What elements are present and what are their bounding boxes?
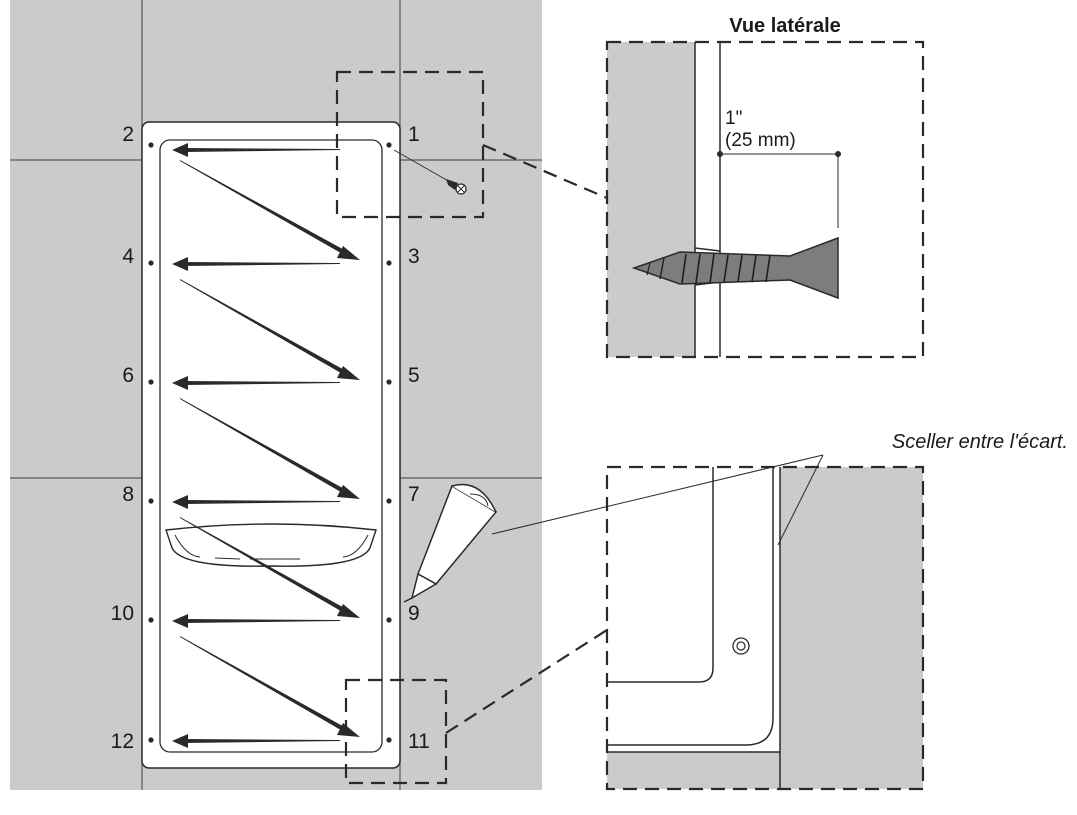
dimension-inch: 1": [725, 108, 742, 129]
screw-label-7: 7: [408, 483, 420, 506]
order-arrow-head: [337, 485, 360, 499]
callout-leader-bottom: [445, 629, 608, 734]
shelf-edge: [342, 534, 369, 558]
niche-opening: [159, 139, 383, 753]
order-arrow: [184, 148, 340, 152]
order-arrow: [180, 160, 348, 256]
screw-label-10: 10: [111, 602, 134, 625]
screw-holes: [148, 142, 392, 743]
order-arrow: [184, 500, 340, 504]
order-arrow-head: [172, 614, 188, 628]
niche-flange-edge: [607, 467, 774, 746]
screw-labels: 1 2 3 4 5 6 7 8 9 10 11 12: [111, 123, 430, 753]
order-arrow: [184, 381, 340, 385]
side-view-detail: Vue latérale 1" (25 mm): [605, 15, 925, 359]
order-arrow: [184, 739, 340, 743]
screw-hole: [386, 737, 392, 743]
shelf-edge: [214, 557, 241, 560]
order-arrow-head: [337, 366, 360, 380]
order-arrow: [184, 619, 340, 623]
order-arrow: [184, 262, 340, 266]
order-arrow-head: [172, 143, 188, 157]
screw-label-11: 11: [408, 730, 430, 753]
order-arrow: [180, 279, 348, 376]
screw-hole: [148, 142, 154, 148]
screw-hole: [148, 617, 154, 623]
screw-hole: [148, 260, 154, 266]
order-arrow-head: [337, 246, 360, 260]
screw-icon: [393, 149, 467, 195]
seal-detail-tile-bottom: [607, 752, 780, 789]
screw-label-8: 8: [122, 483, 134, 506]
side-view-wall: [607, 42, 695, 357]
screw-label-12: 12: [111, 730, 134, 753]
detail-box-bottom: [344, 678, 448, 785]
screw-label-1: 1: [408, 123, 420, 146]
order-arrow-head: [337, 604, 360, 618]
order-arrow: [180, 398, 348, 495]
callout-leader-top: [482, 143, 608, 200]
screw-hole: [148, 737, 154, 743]
seal-leader-line: [491, 454, 824, 535]
niche-shelf: [165, 523, 377, 567]
screw-label-4: 4: [122, 245, 134, 268]
order-arrow-head: [172, 495, 188, 509]
screw-hole: [386, 142, 392, 148]
screw-label-2: 2: [122, 123, 134, 146]
shelf-edge: [174, 534, 201, 558]
order-arrow-head: [172, 734, 188, 748]
order-arrow-head: [172, 257, 188, 271]
dimension-mm: (25 mm): [725, 130, 796, 151]
side-view-title: Vue latérale: [729, 15, 841, 37]
seal-note: Sceller entre l'écart.: [892, 431, 1068, 453]
wood-screw-icon: [631, 236, 839, 300]
shower-niche: [141, 121, 401, 769]
seal-detail: Sceller entre l'écart.: [605, 431, 1068, 791]
screw-label-6: 6: [122, 364, 134, 387]
screw-hole: [386, 379, 392, 385]
seal-detail-frame: [605, 465, 925, 791]
seal-leader-line: [777, 454, 824, 546]
order-arrow: [180, 636, 348, 733]
screw-label-9: 9: [408, 602, 420, 625]
detail-box-top: [335, 70, 485, 219]
seal-detail-tile-right: [780, 467, 923, 789]
order-arrow: [180, 517, 348, 614]
niche-opening-edge: [607, 467, 714, 683]
screw-label-3: 3: [408, 245, 420, 268]
screw-hole: [148, 498, 154, 504]
order-arrow-head: [337, 723, 360, 737]
screw-label-5: 5: [408, 364, 420, 387]
side-view-frame: [605, 40, 925, 359]
screw-hole: [386, 498, 392, 504]
screw-order-arrows: [172, 143, 360, 748]
screw-hole: [386, 260, 392, 266]
sealant-tube-icon: [403, 483, 498, 603]
screw-hole: [148, 379, 154, 385]
order-arrow-head: [172, 376, 188, 390]
screw-hole: [386, 617, 392, 623]
